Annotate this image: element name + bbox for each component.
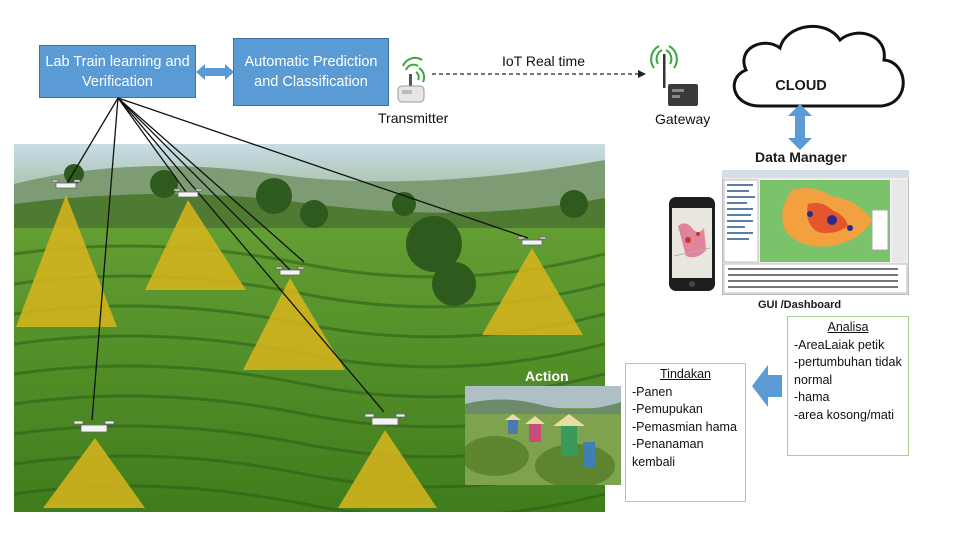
phone-image — [669, 197, 715, 291]
iot-dashed-arrow — [432, 70, 646, 78]
gui-dashboard-image — [722, 170, 909, 295]
drone-icon — [517, 236, 547, 246]
transmitter-label: Transmitter — [378, 110, 449, 126]
drone-cone — [243, 278, 345, 370]
drone-cone — [43, 438, 145, 508]
gui-label: GUI /Dashboard — [758, 299, 842, 311]
action-label: Action — [525, 368, 569, 384]
cloud-label: CLOUD — [775, 78, 827, 94]
action-image — [465, 386, 621, 485]
lab-train-box: Lab Train learning and Verification — [39, 45, 196, 98]
gateway-icon — [650, 45, 698, 106]
analisa-box: Analisa -AreaLaiak petik -pertumbuhan ti… — [787, 316, 909, 456]
tindakan-item: -Penanaman kembali — [632, 437, 704, 469]
auto-prediction-label: Automatic Prediction and Classification — [244, 54, 378, 90]
tindakan-item: -Pemasmian hama — [632, 419, 737, 434]
left-arrow-icon — [752, 365, 782, 407]
drone-cone — [145, 200, 246, 290]
tindakan-item: -Pemupukan — [632, 402, 703, 416]
drone-icon — [173, 188, 203, 198]
lab-train-label: Lab Train learning and Verification — [45, 53, 190, 90]
analisa-title: Analisa — [827, 320, 869, 334]
iot-label: IoT Real time — [502, 53, 585, 69]
vertical-double-arrow-icon — [788, 104, 812, 150]
drone-icon — [364, 413, 406, 426]
gateway-label: Gateway — [655, 111, 711, 127]
drone-cone — [482, 248, 583, 335]
drone-icon — [73, 420, 115, 433]
tindakan-box: Tindakan -Panen -Pemupukan -Pemasmian ha… — [625, 363, 746, 502]
tindakan-item: -Panen — [632, 384, 673, 399]
drone-icon — [51, 179, 81, 189]
analisa-item: -AreaLaiak petik — [794, 337, 885, 352]
tindakan-title: Tindakan — [660, 367, 711, 381]
drone-icon — [275, 266, 305, 276]
transmitter-icon — [397, 57, 426, 103]
auto-prediction-box: Automatic Prediction and Classification — [233, 38, 389, 106]
cloud-icon — [732, 24, 905, 108]
drone-cone — [16, 195, 117, 327]
data-manager-label: Data Manager — [755, 149, 847, 165]
double-arrow-icon — [196, 64, 234, 80]
analisa-item: -hama — [794, 390, 830, 404]
analisa-item: -area kosong/mati — [794, 407, 895, 422]
drone-cone — [338, 430, 437, 508]
analisa-item: -pertumbuhan tidak normal — [794, 355, 902, 387]
